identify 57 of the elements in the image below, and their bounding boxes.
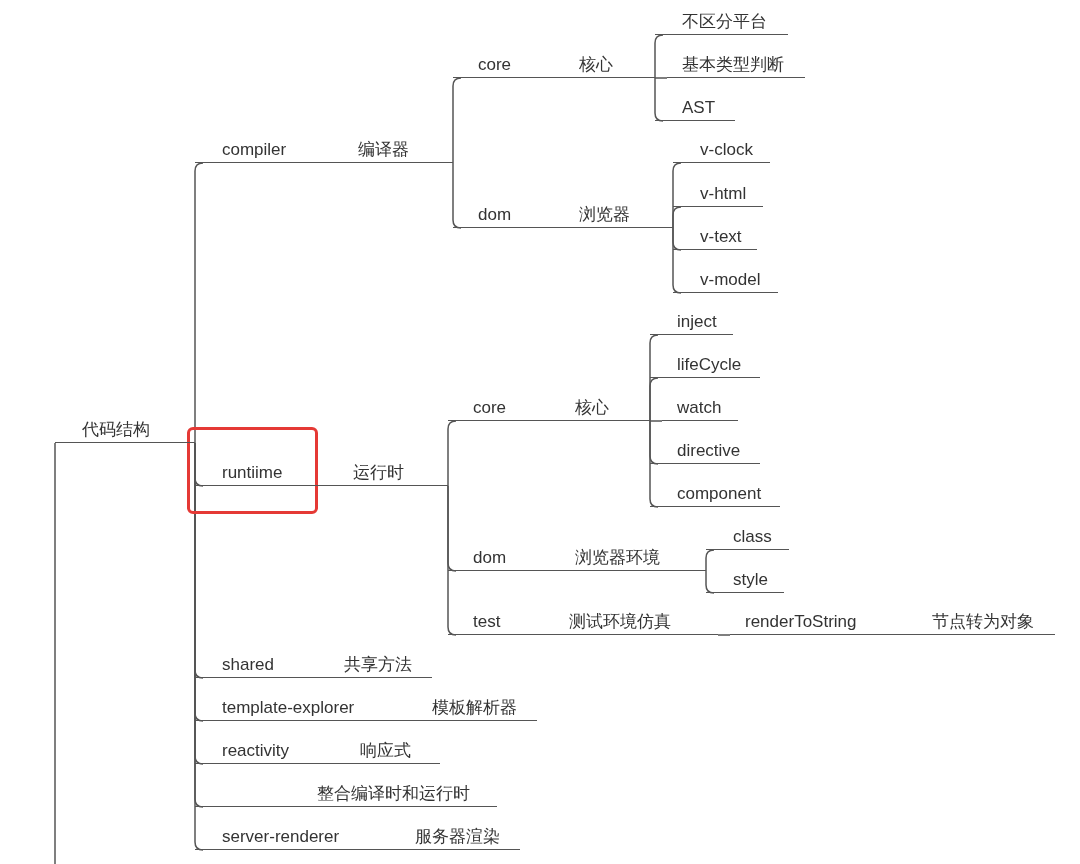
topic-label: AST <box>682 99 716 116</box>
topic-label: test <box>473 613 501 630</box>
connector-line <box>452 162 462 229</box>
connector-line <box>705 570 715 594</box>
connector-line <box>717 634 731 636</box>
topic-label: v-model <box>700 271 761 288</box>
connector-line <box>649 420 663 422</box>
topic-description: 核心 <box>579 56 613 73</box>
topic-label: component <box>677 485 762 502</box>
topic-label: reactivity <box>222 742 290 759</box>
topic-description: 浏览器 <box>579 206 630 223</box>
topic-description: 节点转为对象 <box>932 613 1034 630</box>
topic-description: 测试环境仿真 <box>569 613 671 630</box>
topic-label: renderToString <box>745 613 857 630</box>
topic-label: shared <box>222 656 274 673</box>
topic-description: 共享方法 <box>344 656 412 673</box>
topic-label: 代码结构 <box>82 421 150 438</box>
topic-label: 不区分平台 <box>682 13 767 30</box>
connector-line <box>654 34 664 79</box>
topic-label: watch <box>677 399 722 416</box>
topic-description: 编译器 <box>358 141 409 158</box>
connector-line <box>654 77 668 79</box>
topic-label: lifeCycle <box>677 356 742 373</box>
topic-label: core <box>478 56 512 73</box>
topic-label: template-explorer <box>222 699 355 716</box>
topic-label: core <box>473 399 507 416</box>
topic-label: 基本类型判断 <box>682 56 784 73</box>
connector-line <box>649 420 659 508</box>
topic-description: 服务器渲染 <box>415 828 500 845</box>
topic-label: server-renderer <box>222 828 340 845</box>
topic-label: class <box>733 528 772 545</box>
topic-description: 模板解析器 <box>432 699 517 716</box>
connector-line <box>672 227 682 294</box>
topic-label: 整合编译时和运行时 <box>317 785 470 802</box>
connector-line <box>447 485 457 636</box>
connector-line <box>705 549 715 572</box>
topic-label: compiler <box>222 141 287 158</box>
topic-label: v-text <box>700 228 742 245</box>
topic-label: runtiime <box>222 464 283 481</box>
topic-label: dom <box>478 206 512 223</box>
topic-label: inject <box>677 313 717 330</box>
topic-label: v-html <box>700 185 747 202</box>
connector-line <box>54 442 56 864</box>
connector-line <box>649 377 659 422</box>
topic-label: directive <box>677 442 741 459</box>
topic-description: 运行时 <box>353 464 404 481</box>
topic-description: 响应式 <box>360 742 411 759</box>
connector-line <box>452 77 462 164</box>
topic-label: dom <box>473 549 507 566</box>
topic-label: v-clock <box>700 141 753 158</box>
topic-label: style <box>733 571 768 588</box>
connector-line <box>447 420 457 487</box>
connector-line <box>654 77 664 122</box>
connector-line <box>672 206 682 229</box>
topic-description: 核心 <box>575 399 609 416</box>
topic-description: 浏览器环境 <box>575 549 660 566</box>
connector-line <box>194 162 204 444</box>
